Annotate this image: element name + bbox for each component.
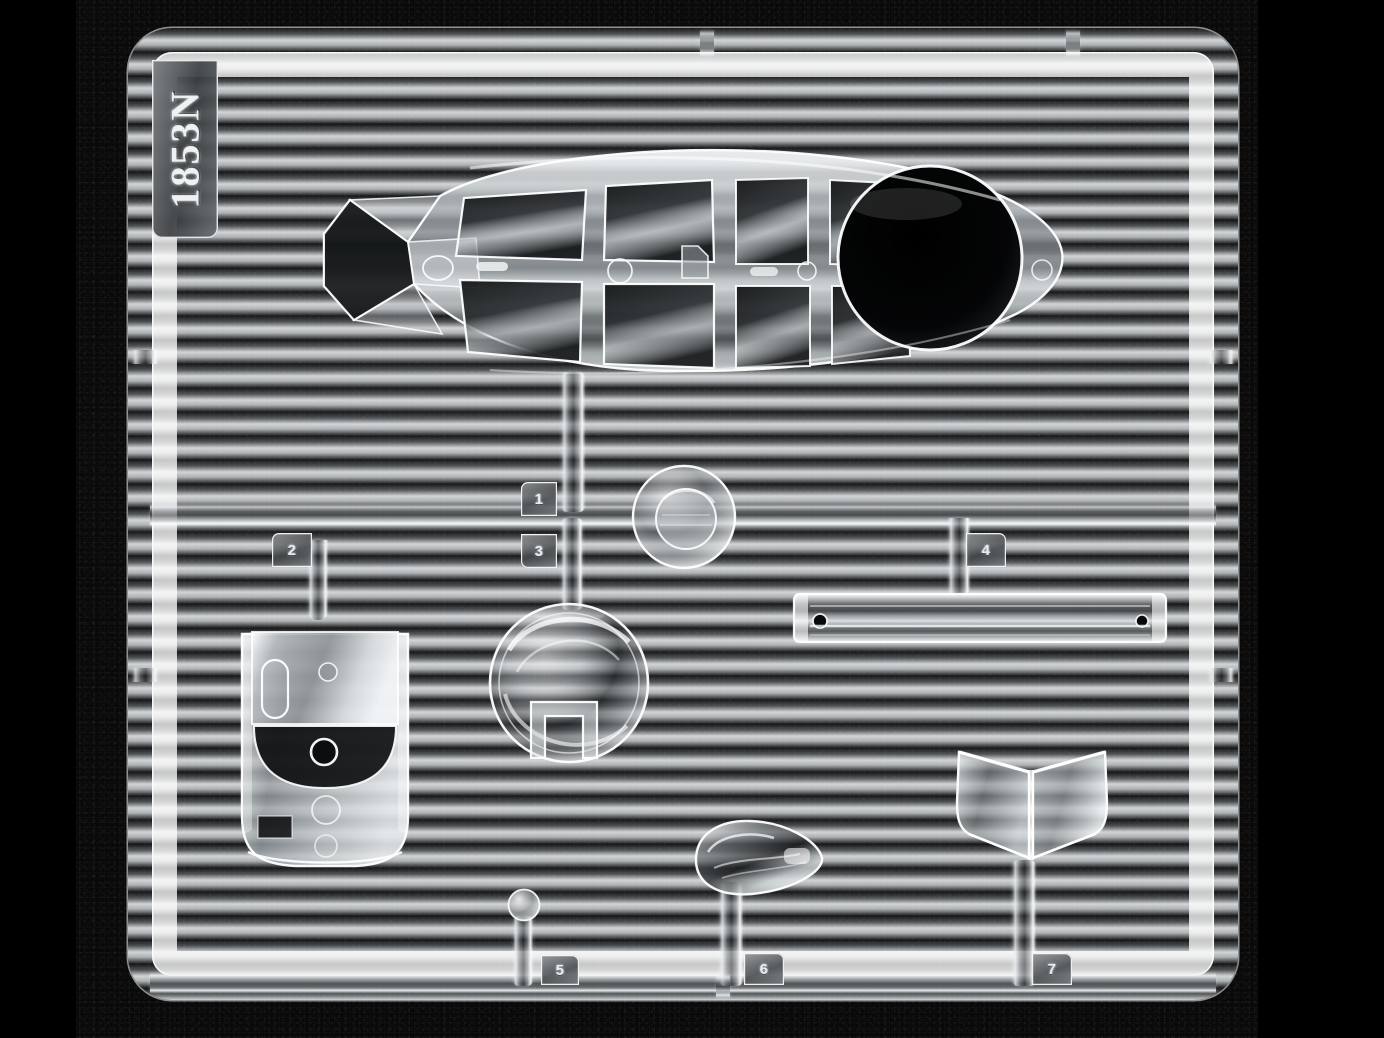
runner-gate-canopy <box>561 372 585 512</box>
part-tag-3: 3 <box>521 534 557 568</box>
left-black-border <box>0 0 76 1038</box>
part-tag-2: 2 <box>272 533 312 567</box>
runner-lower-horizontal <box>150 973 1216 993</box>
runner-gate-ball <box>513 916 533 986</box>
runner-gate-blister <box>719 882 743 986</box>
part-tag-5: 5 <box>541 955 579 985</box>
runner-frame-top-joint-left <box>700 30 714 56</box>
runner-gate-cabin <box>308 540 328 620</box>
runner-gate-tube <box>948 518 970 596</box>
part-tube-cylinder <box>790 589 1170 647</box>
part-ball-sphere <box>507 888 541 922</box>
part-canopy-fuselage <box>310 138 1075 378</box>
part-vee-fin <box>953 742 1111 862</box>
runner-frame-right-joint-lower <box>1208 668 1234 682</box>
runner-gate-dome <box>561 518 583 610</box>
part-cabin-shell <box>236 620 414 870</box>
runner-frame-right-joint-upper <box>1208 350 1234 364</box>
mold-id-plate: 1853N <box>152 60 218 238</box>
part-lens-disc <box>630 463 738 571</box>
right-black-border <box>1258 0 1384 1038</box>
part-tag-6: 6 <box>744 953 784 985</box>
part-tag-1: 1 <box>521 482 557 516</box>
mold-id-text: 1853N <box>162 89 208 209</box>
runner-frame-top-joint-right <box>1066 30 1080 56</box>
part-teardrop-blister <box>688 818 828 900</box>
part-tag-4: 4 <box>966 533 1006 567</box>
part-tag-7: 7 <box>1032 953 1072 985</box>
runner-frame-left-joint-lower <box>132 668 158 682</box>
runner-frame-bottom-joint <box>716 974 730 998</box>
runner-frame-left-joint-upper <box>132 350 158 364</box>
part-dome-bubble <box>487 598 652 768</box>
